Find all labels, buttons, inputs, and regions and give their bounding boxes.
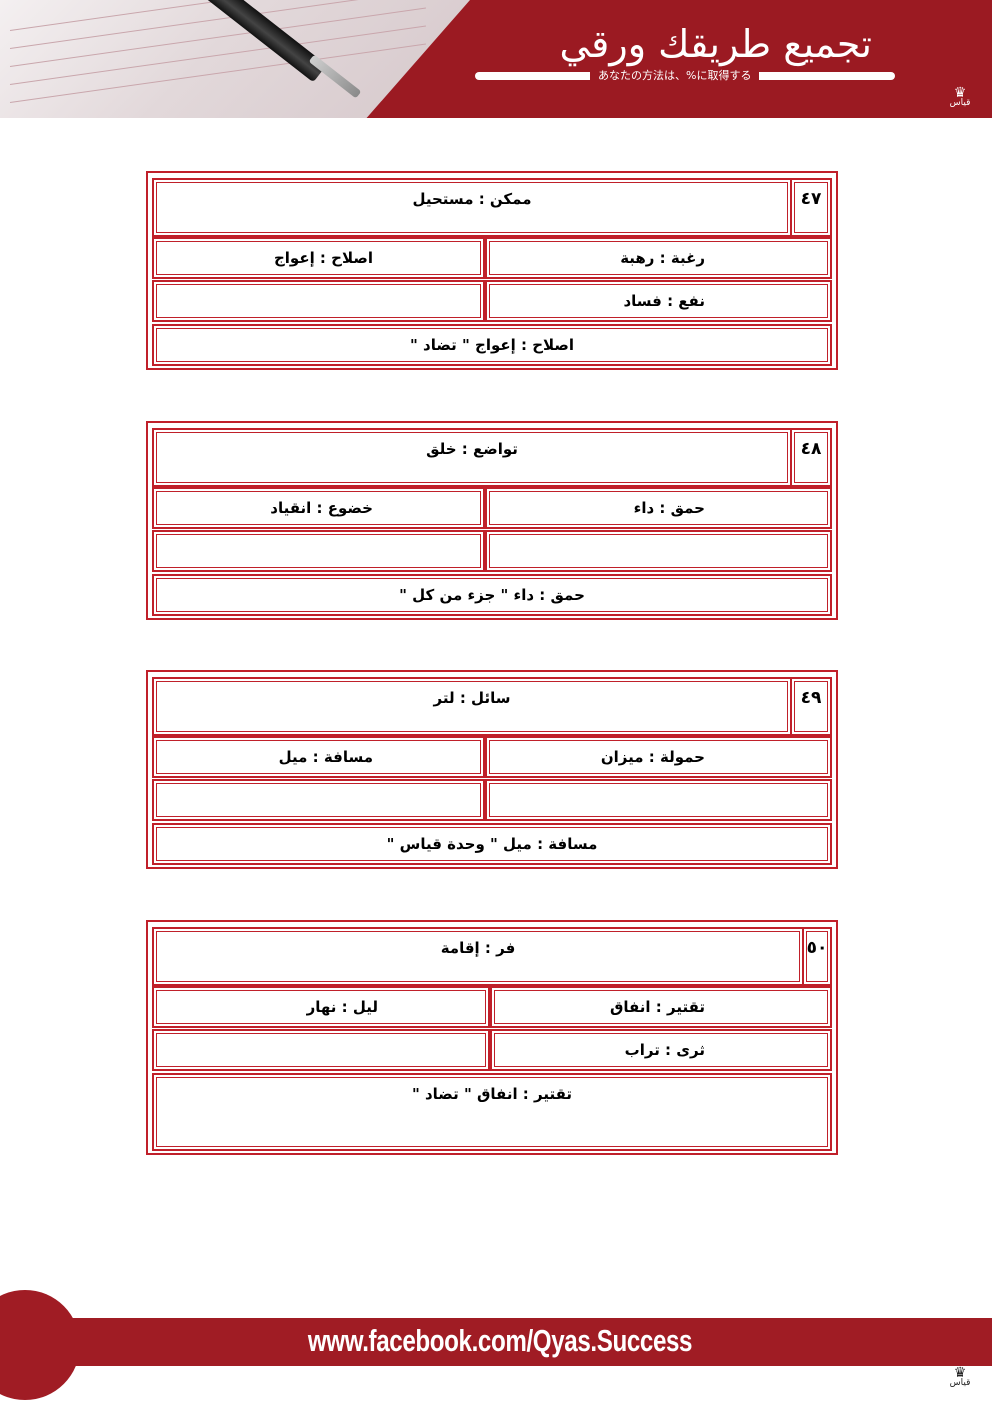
- option-a: تقتير : انفاق: [490, 986, 832, 1028]
- question-number: ٤٩: [790, 677, 832, 736]
- question-stem: ممكن : مستحيل: [152, 178, 792, 237]
- banner-subtitle: あなたの方法は、%に取得する: [590, 68, 760, 84]
- option-c: نفع : فساد: [485, 280, 832, 322]
- option-c: [485, 779, 832, 821]
- question-box-47: ٤٧ ممكن : مستحيل رغبة : رهبة اصلاح : إعو…: [146, 171, 838, 370]
- answer-row: حمق : داء " جزء من كل ": [152, 574, 832, 616]
- question-number: ٤٨: [790, 428, 832, 487]
- question-box-49: ٤٩ سائل : لتر حمولة : ميزان مسافة : ميل …: [146, 670, 838, 869]
- footer-url-link[interactable]: www.facebook.com/Qyas.Success: [307, 1323, 693, 1358]
- answer-row: مسافة : ميل " وحدة قياس ": [152, 823, 832, 865]
- option-d: [152, 280, 485, 322]
- option-d: [152, 779, 485, 821]
- question-number: ٤٧: [790, 178, 832, 237]
- banner-title: تجميع طريقك ورقي: [559, 22, 872, 66]
- question-box-48: ٤٨ تواضع : خلق حمق : داء خضوع : انقياد ح…: [146, 421, 838, 620]
- option-a: رغبة : رهبة: [485, 237, 832, 279]
- option-a: حمق : داء: [485, 487, 832, 529]
- option-b: ليل : نهار: [152, 986, 490, 1028]
- option-b: خضوع : انقياد: [152, 487, 485, 529]
- option-d: [152, 530, 485, 572]
- question-number: ٥٠: [802, 927, 832, 986]
- option-d: [152, 1029, 490, 1071]
- option-c: ثرى : تراب: [490, 1029, 832, 1071]
- answer-sheet-photo: [0, 0, 470, 118]
- question-stem: تواضع : خلق: [152, 428, 792, 487]
- answer-row: اصلاح : إعواج " تضاد ": [152, 324, 832, 366]
- answer-row: تقتير : انفاق " تضاد ": [152, 1073, 832, 1151]
- option-a: حمولة : ميزان: [485, 736, 832, 778]
- question-stem: فر : إقامة: [152, 927, 804, 986]
- question-box-50: ٥٠ فر : إقامة تقتير : انفاق ليل : نهار ث…: [146, 920, 838, 1155]
- option-c: [485, 530, 832, 572]
- option-b: مسافة : ميل: [152, 736, 485, 778]
- header-logo-icon: ♛قياس: [949, 85, 971, 108]
- header-banner: تجميع طريقك ورقي あなたの方法は、%に取得する ♛قياس: [0, 0, 992, 118]
- footer-bar: [0, 1318, 992, 1366]
- option-b: اصلاح : إعواج: [152, 237, 485, 279]
- footer-logo-icon: ♛قياس: [949, 1365, 971, 1388]
- question-stem: سائل : لتر: [152, 677, 792, 736]
